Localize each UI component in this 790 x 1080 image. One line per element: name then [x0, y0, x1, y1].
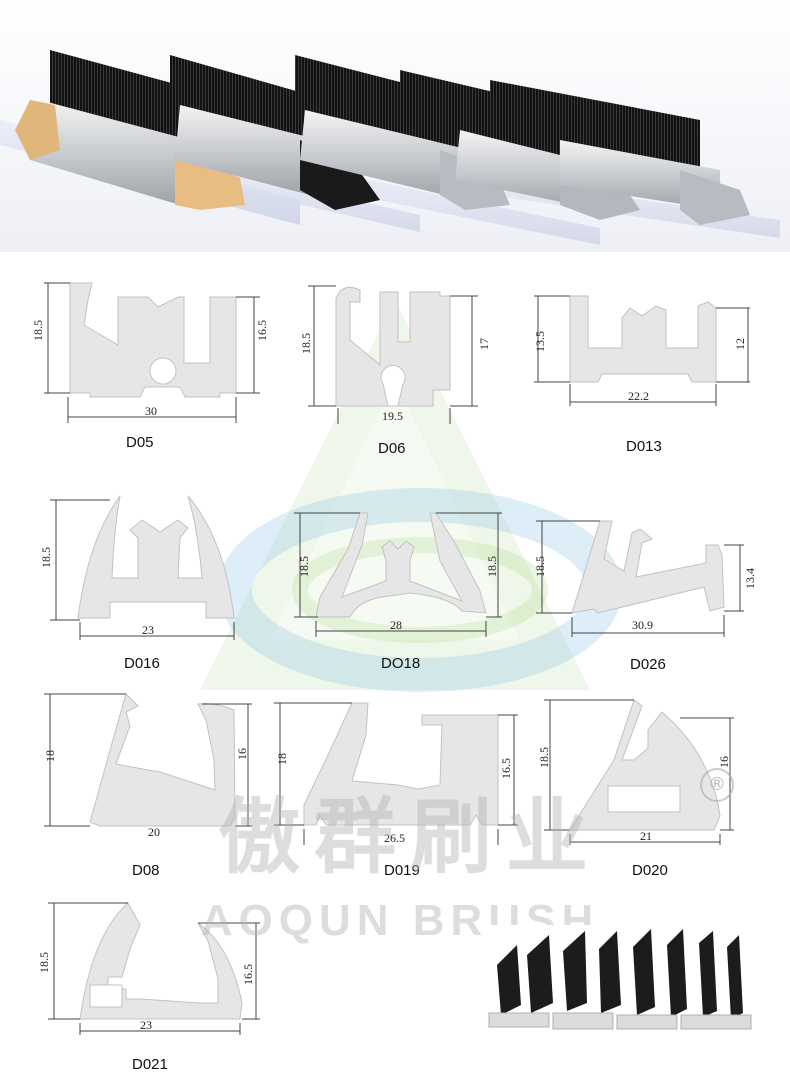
d013-height-left: 13.5 — [533, 331, 547, 352]
d08-width: 20 — [148, 825, 160, 839]
d019-height-left: 18 — [275, 753, 289, 765]
profile-code: D06 — [378, 440, 406, 457]
d019-width: 26.5 — [384, 831, 405, 845]
profile-d021: 18.5 16.5 23 — [30, 895, 270, 1035]
profile-code: D019 — [384, 862, 420, 879]
profile-d013: 13.5 12 22.2 — [530, 290, 760, 410]
registered-mark: ® — [700, 768, 734, 802]
profile-d016-drawing: 18.5 23 — [39, 495, 235, 640]
d06-height-left: 18.5 — [299, 333, 313, 354]
profile-d019-drawing: 18 16.5 26.5 — [274, 702, 518, 845]
profile-d019: 18 16.5 26.5 — [270, 695, 520, 845]
d05-height-right: 16.5 — [255, 320, 269, 341]
do18-height-left: 18.5 — [297, 556, 311, 577]
profile-d08: 18 16 20 — [40, 690, 265, 840]
profile-d013-drawing: 13.5 12 22.2 — [533, 295, 750, 406]
brush-strips-photo — [487, 925, 757, 1035]
profile-code: D026 — [630, 656, 666, 673]
d06-width: 19.5 — [382, 409, 403, 423]
d013-height-right: 12 — [733, 338, 747, 350]
profile-do18-drawing: 18.5 18.5 28 — [294, 512, 502, 637]
profile-d026: 18.5 13.4 30.9 — [528, 515, 768, 640]
watermark-chinese: 傲群刷业 — [217, 790, 602, 885]
d016-width: 23 — [142, 623, 154, 637]
d013-width: 22.2 — [628, 389, 649, 403]
d020-width: 21 — [640, 829, 652, 843]
hero-brush-photo — [0, 0, 790, 252]
profile-d026-drawing: 18.5 13.4 30.9 — [533, 520, 757, 637]
do18-height-right: 18.5 — [485, 556, 499, 577]
profile-d06: 18.5 17 19.5 — [298, 280, 508, 425]
profile-d05-drawing: 18.5 16.5 30 — [31, 282, 269, 423]
d016-height-left: 18.5 — [39, 547, 53, 568]
profile-d020: 18.5 16 21 — [530, 690, 760, 845]
d05-height-left: 18.5 — [31, 320, 45, 341]
do18-width: 28 — [390, 618, 402, 632]
profile-d06-drawing: 18.5 17 19.5 — [299, 285, 491, 424]
d021-height-left: 18.5 — [37, 952, 51, 973]
d021-height-right: 16.5 — [241, 964, 255, 985]
profile-d021-drawing: 18.5 16.5 23 — [37, 902, 260, 1035]
d026-width: 30.9 — [632, 618, 653, 632]
d019-height-right: 16.5 — [499, 758, 513, 779]
d021-width: 23 — [140, 1018, 152, 1032]
profile-d05: 18.5 16.5 30 — [30, 275, 280, 425]
d08-height-right: 16 — [235, 748, 249, 760]
d08-height-left: 18 — [43, 750, 57, 762]
profile-code: D013 — [626, 438, 662, 455]
d020-height-left: 18.5 — [537, 747, 551, 768]
d06-height-right: 17 — [477, 338, 491, 350]
profile-d08-drawing: 18 16 20 — [43, 693, 252, 839]
d020-height-right: 16 — [717, 756, 731, 768]
profile-d016: 18.5 23 — [30, 490, 250, 640]
profile-do18: 18.5 18.5 28 — [290, 505, 510, 640]
profile-code: D021 — [132, 1056, 168, 1073]
profile-code: D05 — [126, 434, 154, 451]
d05-width: 30 — [145, 404, 157, 418]
d026-height-right: 13.4 — [743, 568, 757, 589]
profile-code: D020 — [632, 862, 668, 879]
profile-d020-drawing: 18.5 16 21 — [537, 699, 734, 845]
profile-code: D08 — [132, 862, 160, 879]
profile-code: D016 — [124, 655, 160, 672]
d026-height-left: 18.5 — [533, 556, 547, 577]
profile-code: DO18 — [381, 655, 421, 672]
